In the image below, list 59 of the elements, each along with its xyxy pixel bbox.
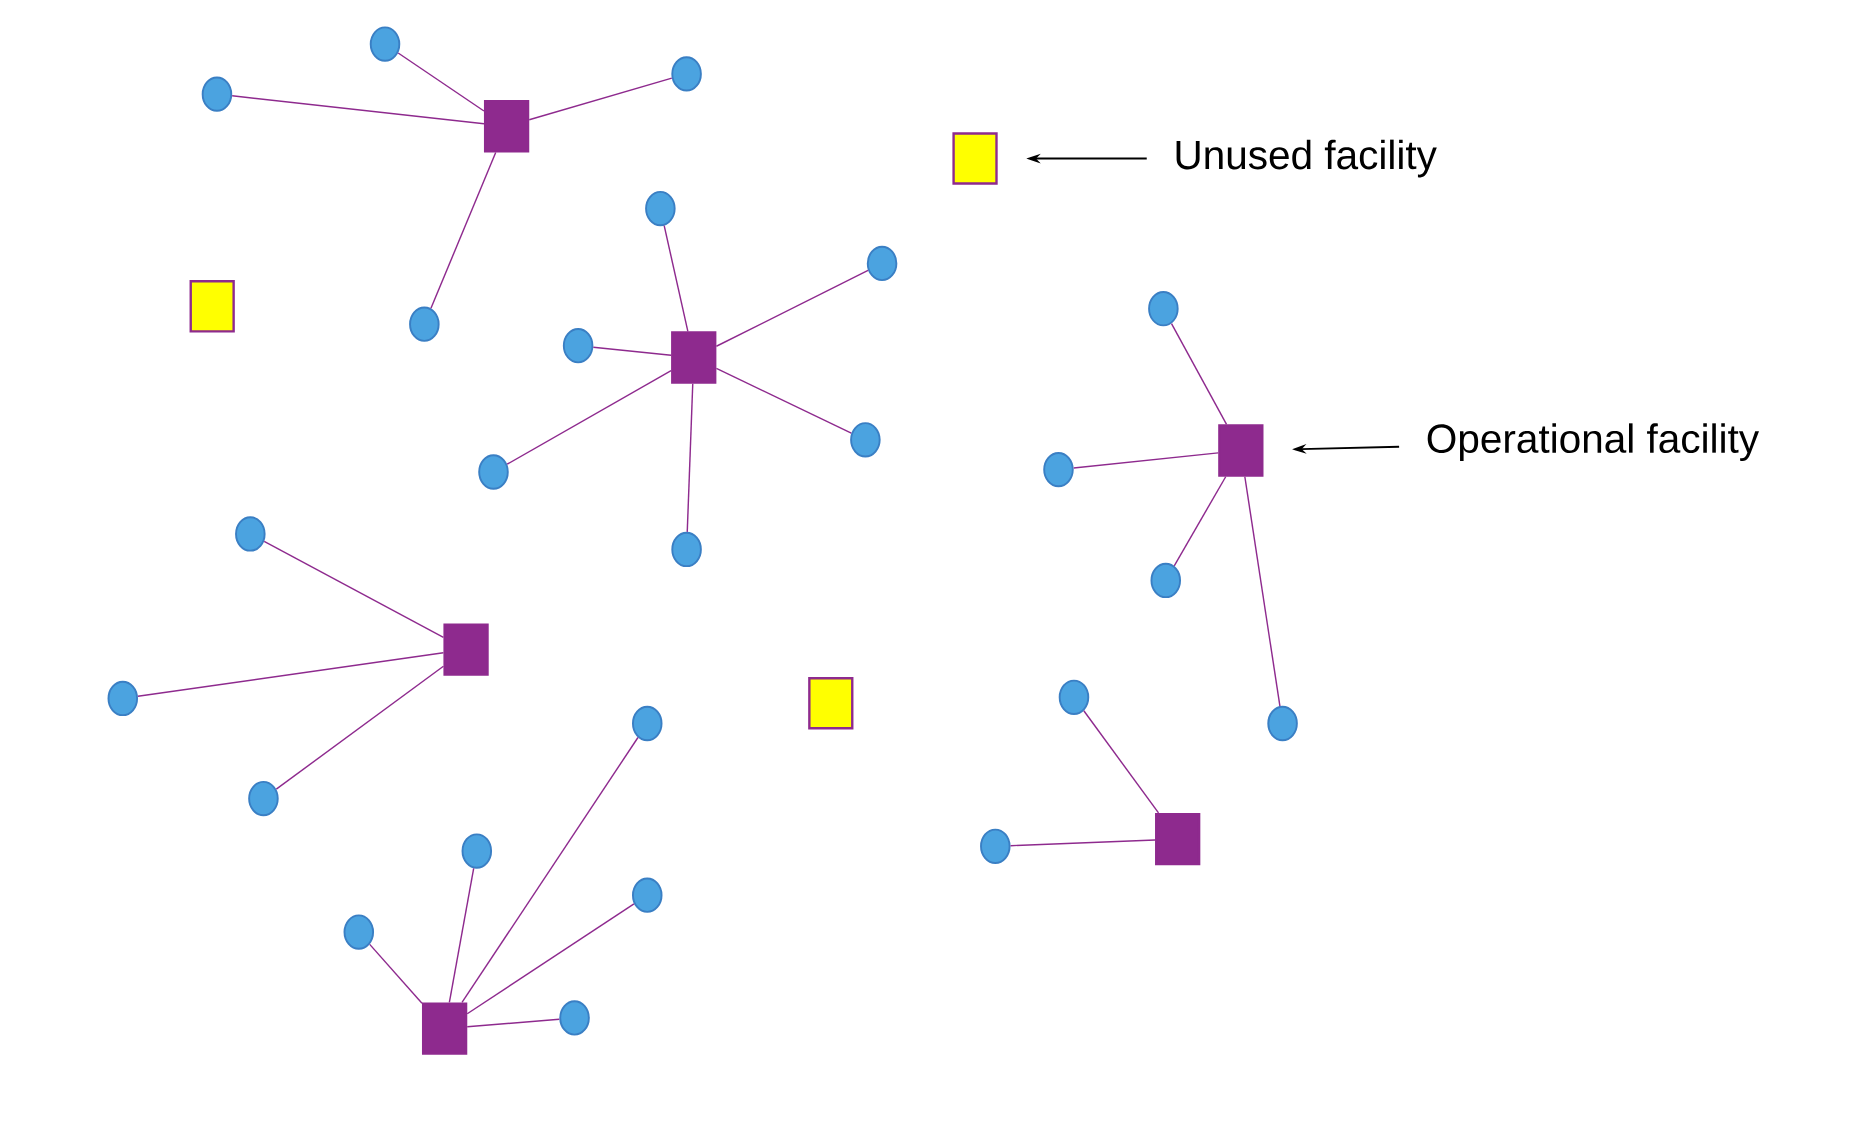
- legend-text: Unused facility: [1176, 139, 1437, 178]
- customer-dot: [562, 328, 594, 364]
- connector-line: [430, 152, 497, 310]
- customer-dot: [1148, 291, 1179, 327]
- connector-line: [1244, 476, 1281, 708]
- connector-line: [448, 867, 475, 1004]
- facility-square: [671, 331, 717, 384]
- connector-line: [466, 1018, 561, 1028]
- customer-dot: [1267, 706, 1298, 742]
- facility-square: [443, 623, 489, 677]
- customer-dot: [1058, 679, 1090, 716]
- facility-square: [808, 677, 854, 730]
- connector-line: [461, 736, 639, 1004]
- connector-line: [1072, 452, 1219, 469]
- customer-dot: [850, 422, 881, 458]
- connector-line: [592, 346, 672, 357]
- customer-dot: [559, 1000, 590, 1036]
- customer-dot: [1043, 452, 1074, 488]
- facility-square: [1218, 424, 1264, 477]
- customer-dot: [632, 877, 663, 913]
- connector-line: [715, 269, 869, 348]
- customer-dot: [980, 828, 1011, 865]
- customer-dot: [343, 914, 375, 950]
- customer-dot: [645, 191, 676, 227]
- connector-line: [231, 95, 485, 125]
- connector-line: [1173, 476, 1227, 567]
- legend-text: Operational facility: [1427, 423, 1759, 462]
- connector-line: [397, 52, 485, 112]
- connector-line: [1170, 323, 1228, 426]
- customer-dot: [866, 245, 898, 282]
- customer-dot: [369, 26, 401, 62]
- customer-dot: [248, 781, 279, 817]
- connector-line: [369, 943, 423, 1005]
- connector-line: [663, 225, 689, 333]
- connector-line: [263, 540, 445, 639]
- connector-line: [1009, 839, 1156, 847]
- customer-dot: [107, 681, 139, 717]
- connector-line: [466, 903, 635, 1015]
- customer-dot: [1150, 563, 1181, 599]
- facility-square: [189, 280, 235, 333]
- connector-line: [686, 383, 694, 533]
- connector-line: [506, 370, 672, 466]
- facility-square: [421, 1002, 468, 1056]
- facility-square: [483, 100, 530, 153]
- connector-line: [528, 77, 673, 121]
- customer-dot: [671, 56, 702, 92]
- facility-square: [1155, 813, 1201, 866]
- customer-dot: [235, 516, 266, 552]
- customer-dot: [201, 76, 233, 112]
- customer-dot: [409, 306, 440, 343]
- connector-line: [275, 665, 445, 791]
- customer-dot: [632, 706, 663, 742]
- customer-dot: [478, 454, 509, 490]
- connector-line: [715, 367, 852, 434]
- customer-dot: [671, 532, 702, 568]
- connector-line: [1083, 710, 1160, 814]
- connector-line: [137, 652, 445, 698]
- facility-square: [952, 132, 998, 185]
- customer-dot: [461, 833, 493, 869]
